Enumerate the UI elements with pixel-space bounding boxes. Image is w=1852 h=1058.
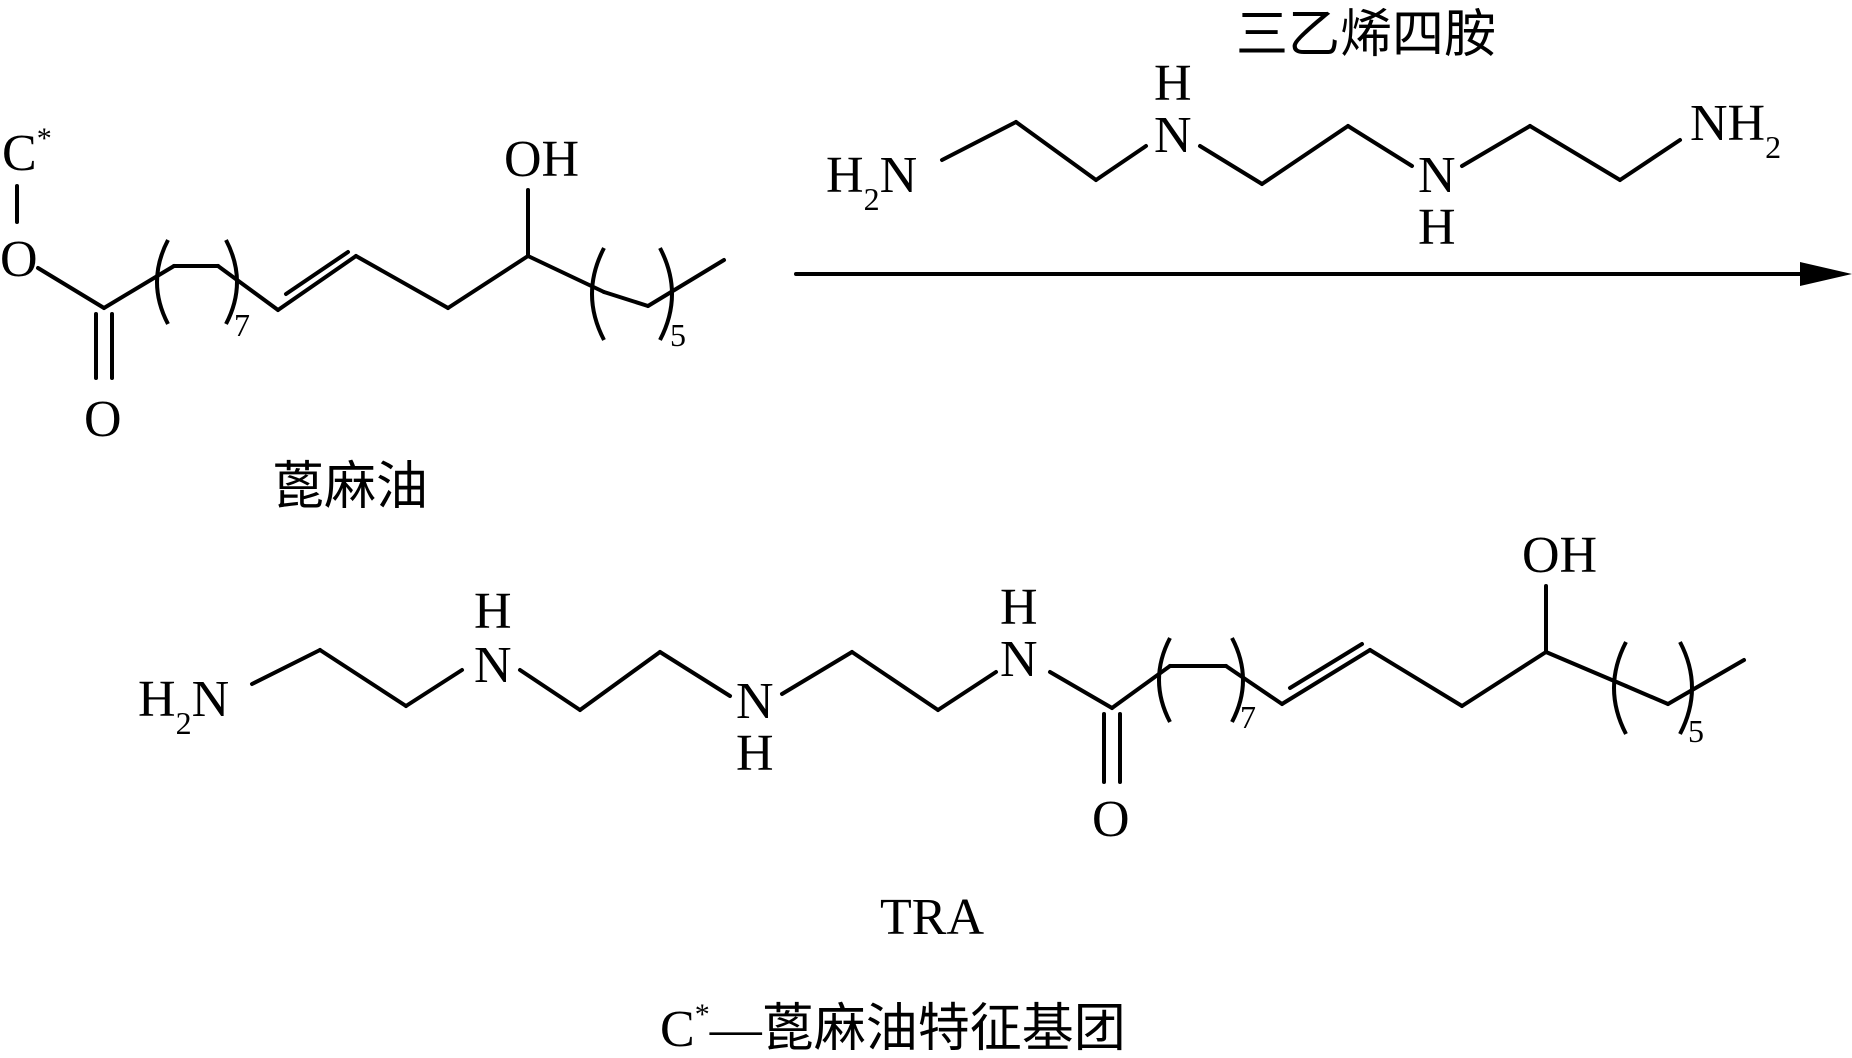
reactant-repeat-1-count: 7 <box>234 307 250 343</box>
product-hydroxyl: OH <box>1522 527 1597 584</box>
reagent-bond-2 <box>1014 120 1098 182</box>
reactant-alkene-bond-a <box>276 254 358 312</box>
product-chain-bond-4 <box>1460 650 1548 708</box>
reactant-chain-bond-1 <box>102 264 176 310</box>
reactant-repeat-2-close-paren <box>658 247 674 341</box>
reactant-repeat-1-open-paren <box>155 239 170 325</box>
reactant-c-star-atom: C* <box>2 122 52 182</box>
product-nh2-h: H <box>736 725 774 782</box>
reagent-nh2-group: NH2 <box>1690 95 1781 165</box>
product-chain-bond-2 <box>1224 664 1284 706</box>
product-bond-1 <box>250 648 322 686</box>
product-tra: H2N H N N H H N O 7 <box>138 527 1746 946</box>
product-amide-h: H <box>1000 579 1038 636</box>
reactant-repeat-2-count: 5 <box>670 317 686 353</box>
reactant-terminal-methyl-bond <box>646 258 726 308</box>
product-bond-7 <box>780 650 854 696</box>
product-bond-8 <box>850 650 940 712</box>
reactant-alkene-bond-b <box>284 250 350 296</box>
reactant-chain-bond-3 <box>354 254 450 310</box>
product-caption: TRA <box>880 889 984 946</box>
product-amide-bond <box>1048 670 1114 710</box>
reagent-triethylenetetramine: 三乙烯四胺 H2N H N N H NH2 <box>826 7 1781 256</box>
reactant-repeat-2-inner-bond <box>602 290 650 308</box>
product-bond-2 <box>318 648 408 708</box>
reagent-bond-5 <box>1260 124 1350 186</box>
reactant-hydroxyl: OH <box>504 131 579 188</box>
product-bond-6 <box>658 650 732 698</box>
reagent-bond-8 <box>1528 124 1622 182</box>
reaction-arrow <box>794 262 1852 286</box>
reactant-chain-bond-4 <box>446 254 530 310</box>
product-carbonyl-oxygen: O <box>1092 791 1130 848</box>
reagent-bond-1 <box>940 120 1018 162</box>
product-alkene-bond-a <box>1280 648 1372 706</box>
product-repeat-1-open-paren <box>1157 637 1172 723</box>
reactant-castor-oil: C* O O 7 OH 5 蓖麻油 <box>0 122 726 516</box>
product-bond-4 <box>518 668 582 712</box>
reactant-chain-bond-2 <box>216 264 280 312</box>
reagent-bond-7 <box>1460 124 1532 168</box>
reactant-caption: 蓖麻油 <box>272 459 428 516</box>
product-chain-bond-3 <box>1368 648 1464 708</box>
reagent-caption: 三乙烯四胺 <box>1236 7 1496 64</box>
product-repeat-1-count: 7 <box>1240 699 1256 735</box>
reagent-nh-bottom-h: H <box>1418 199 1456 256</box>
product-h2n-group: H2N <box>138 671 229 741</box>
product-alkene-bond-b <box>1288 642 1364 690</box>
reagent-h2n-group: H2N <box>826 147 917 217</box>
product-bond-3 <box>404 668 464 708</box>
product-nh1-h: H <box>474 583 512 640</box>
product-repeat-2-inner-bond <box>1624 684 1670 706</box>
reagent-nh-bottom-n: N <box>1418 147 1456 204</box>
product-bond-9 <box>936 670 998 712</box>
product-nh1-n: N <box>474 637 512 694</box>
product-repeat-2-count: 5 <box>1688 713 1704 749</box>
reagent-bond-9 <box>1618 138 1682 182</box>
product-repeat-1-close-paren <box>1230 637 1245 723</box>
reagent-nh-top-h: H <box>1154 55 1192 112</box>
reactant-ester-oxygen: O <box>0 231 38 288</box>
footnote-caption: C*—蓖麻油特征基团 <box>660 998 1126 1058</box>
reagent-bond-3 <box>1094 144 1148 182</box>
reactant-carbonyl-oxygen: O <box>84 391 122 448</box>
product-nh2-n: N <box>736 673 774 730</box>
product-terminal-methyl-bond <box>1666 658 1746 706</box>
reagent-bond-6 <box>1346 124 1414 168</box>
product-amide-n: N <box>1000 631 1038 688</box>
product-repeat-2-open-paren <box>1612 641 1628 735</box>
reactant-ester-bond <box>36 266 106 310</box>
reagent-bond-4 <box>1198 144 1264 186</box>
reagent-nh-top-n: N <box>1154 107 1192 164</box>
reactant-repeat-2-open-paren <box>590 247 606 341</box>
reaction-arrow-head <box>1800 262 1852 286</box>
product-bond-5 <box>578 650 662 712</box>
